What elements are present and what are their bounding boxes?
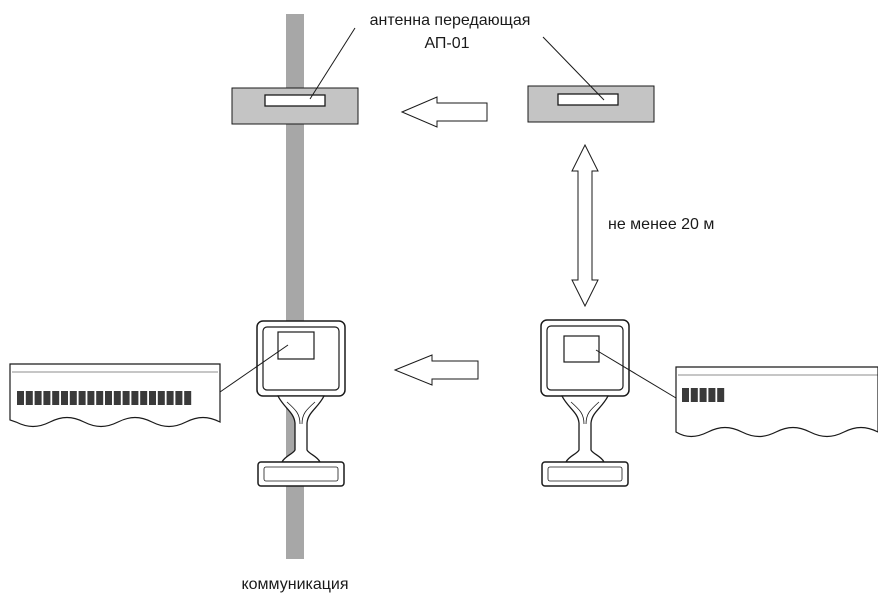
receiver-left-handle	[276, 395, 326, 463]
antenna-label-line1: антенна передающая	[370, 12, 531, 29]
signal-bar-left	[17, 391, 192, 405]
antenna-leader-right	[542, 36, 605, 101]
antenna-leader-left	[309, 27, 356, 100]
receiver-left-screen	[277, 331, 315, 360]
receiver-right-handle	[560, 395, 610, 463]
signal-bar-right-segment	[690, 388, 698, 402]
signal-bar-left-segment	[96, 391, 104, 405]
signal-bar-left-segment	[157, 391, 165, 405]
display-callout-left	[9, 363, 221, 428]
arrow-move-receiver	[393, 354, 479, 386]
receiver-right	[540, 319, 630, 487]
signal-bar-left-segment	[131, 391, 139, 405]
signal-bar-right-segment	[682, 388, 689, 402]
signal-bar-left-segment	[166, 391, 174, 405]
signal-bar-left-segment	[78, 391, 86, 405]
distance-label: не менее 20 м	[608, 216, 714, 233]
display-callout-right	[675, 366, 878, 438]
signal-bar-left-segment	[43, 391, 51, 405]
antenna-left	[231, 87, 359, 125]
signal-bar-left-segment	[17, 391, 24, 405]
receiver-left	[256, 320, 346, 487]
receiver-left-base	[257, 461, 345, 487]
signal-bar-left-segment	[175, 391, 183, 405]
signal-bar-left-segment	[122, 391, 130, 405]
antenna-label-line2: АП-01	[424, 35, 469, 52]
signal-bar-left-segment	[25, 391, 33, 405]
callout-leader-right	[595, 349, 677, 399]
distance-double-arrow	[571, 143, 599, 308]
signal-bar-left-segment	[87, 391, 95, 405]
signal-bar-left-segment	[34, 391, 42, 405]
signal-bar-right-segment	[708, 388, 716, 402]
communication-label: коммуникация	[241, 576, 348, 593]
signal-bar-left-segment	[61, 391, 68, 405]
arrow-move-antenna	[400, 96, 488, 128]
signal-bar-right	[682, 388, 725, 402]
signal-bar-left-segment	[113, 391, 121, 405]
callout-leader-left	[219, 344, 289, 393]
signal-bar-left-segment	[69, 391, 77, 405]
signal-bar-left-segment	[149, 391, 156, 405]
antenna-left-window	[264, 94, 326, 107]
signal-bar-left-segment	[184, 391, 192, 405]
receiver-right-screen	[563, 335, 600, 363]
antenna-right	[527, 85, 655, 123]
signal-bar-right-segment	[717, 388, 725, 402]
antenna-right-window	[557, 93, 619, 106]
signal-bar-left-segment	[140, 391, 148, 405]
receiver-right-base	[541, 461, 629, 487]
signal-bar-right-segment	[699, 388, 707, 402]
signal-bar-left-segment	[52, 391, 60, 405]
signal-bar-left-segment	[105, 391, 112, 405]
